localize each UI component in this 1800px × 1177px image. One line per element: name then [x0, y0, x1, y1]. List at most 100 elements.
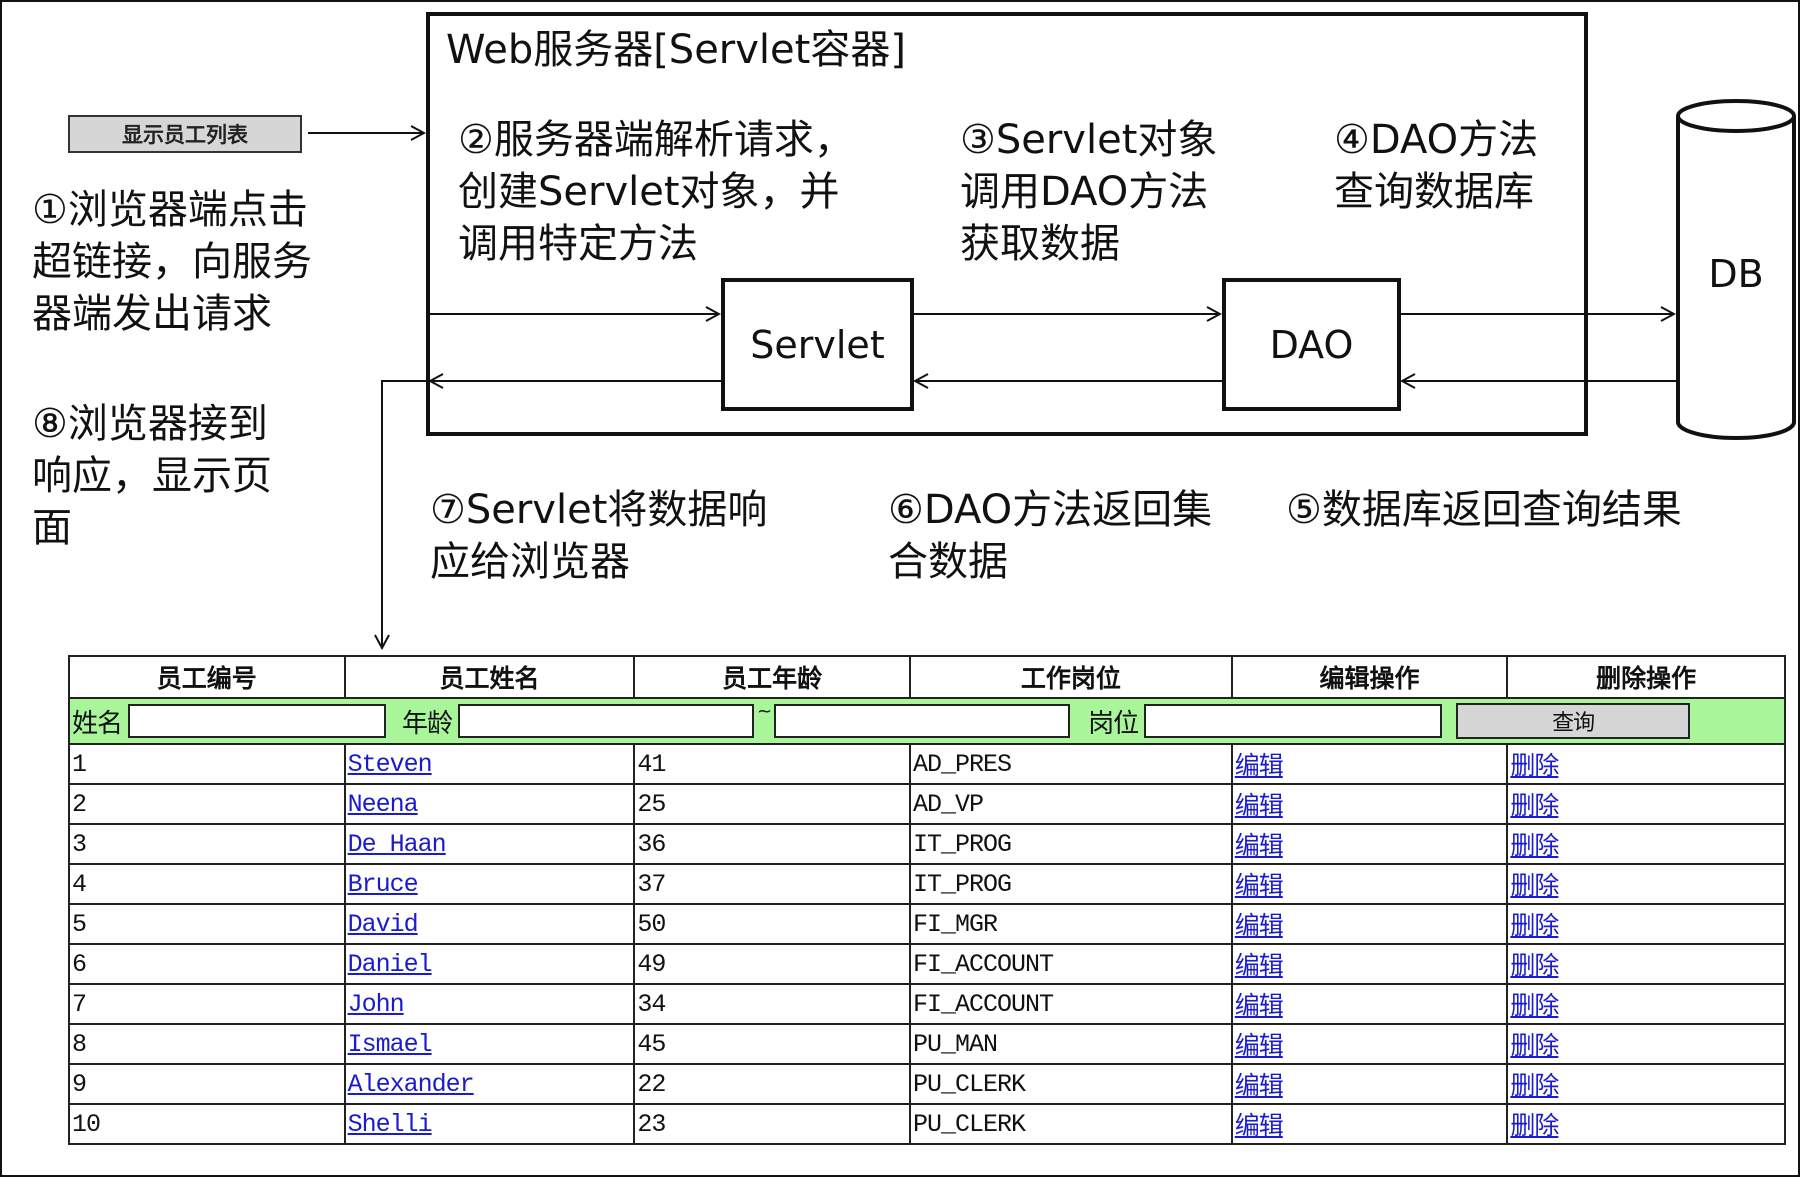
job-cell: IT_PROG: [913, 829, 1012, 859]
dao-node: DAO: [1222, 278, 1401, 411]
job-cell: FI_ACCOUNT: [909, 943, 1233, 985]
job-cell: FI_MGR: [909, 903, 1233, 945]
employee-id-cell: 5: [68, 903, 346, 945]
web-server-container: [426, 12, 1588, 436]
header-delete: 删除操作: [1506, 655, 1786, 699]
delete-link[interactable]: 删除: [1510, 873, 1559, 902]
employee-age-cell: 34: [637, 989, 666, 1019]
employee-name-link[interactable]: John: [347, 989, 405, 1019]
dao-label: DAO: [1269, 322, 1354, 367]
show-employee-list-button[interactable]: 显示员工列表: [68, 115, 302, 153]
step-2-line: ②服务器端解析请求，: [458, 117, 854, 163]
step-2-line: 调用特定方法: [458, 221, 698, 267]
step-1-note: ①浏览器端点击 超链接，向服务 器端发出请求: [32, 184, 312, 340]
servlet-label: Servlet: [750, 322, 885, 367]
age-from-input[interactable]: [458, 704, 755, 738]
delete-cell: 删除: [1506, 863, 1786, 905]
step-3-note: ③Servlet对象 调用DAO方法 获取数据: [960, 114, 1217, 270]
edit-link[interactable]: 编辑: [1234, 913, 1284, 942]
employee-age-cell: 23: [633, 1103, 911, 1145]
employee-id-cell: 9: [68, 1063, 346, 1105]
edit-link[interactable]: 编辑: [1234, 1033, 1284, 1062]
job-cell: IT_PROG: [909, 863, 1233, 905]
employee-id-cell: 10: [72, 1109, 101, 1139]
header-employee-id: 员工编号: [68, 655, 346, 699]
step-1-line: 超链接，向服务: [32, 239, 312, 285]
edit-link[interactable]: 编辑: [1234, 833, 1284, 862]
employee-name-link[interactable]: David: [347, 909, 419, 939]
employee-id-cell: 5: [72, 909, 87, 939]
header-employee-name: 员工姓名: [343, 655, 636, 699]
employee-name-link[interactable]: Bruce: [347, 869, 419, 899]
employee-age-cell: 50: [637, 909, 666, 939]
delete-link[interactable]: 删除: [1510, 1113, 1559, 1142]
employee-name-cell: John: [343, 983, 636, 1025]
delete-link[interactable]: 删除: [1510, 1073, 1559, 1102]
delete-cell: 删除: [1506, 1063, 1786, 1105]
employee-name-link[interactable]: Alexander: [347, 1069, 475, 1099]
edit-link[interactable]: 编辑: [1234, 953, 1284, 982]
table-header-row: 员工编号 员工姓名 员工年龄 工作岗位 编辑操作 删除操作: [68, 655, 1786, 699]
step-1-line: 器端发出请求: [32, 291, 272, 337]
employee-age-cell: 45: [637, 1029, 666, 1059]
delete-link[interactable]: 删除: [1510, 953, 1559, 982]
edit-cell: 编辑: [1230, 1063, 1509, 1105]
employee-id-cell: 8: [72, 1029, 87, 1059]
delete-link[interactable]: 删除: [1510, 993, 1559, 1022]
step-8-line: 响应，显示页: [32, 453, 272, 499]
employee-name-cell: De Haan: [343, 823, 636, 865]
job-cell: FI_ACCOUNT: [909, 983, 1233, 1025]
job-cell: AD_VP: [909, 783, 1233, 825]
delete-link[interactable]: 删除: [1510, 793, 1559, 822]
filter-row: 姓名 年龄 ~ 岗位 查询: [68, 697, 1786, 745]
query-button[interactable]: 查询: [1456, 703, 1691, 739]
employee-id-cell: 6: [68, 943, 346, 985]
header-edit: 编辑操作: [1230, 655, 1509, 699]
edit-cell: 编辑: [1230, 863, 1509, 905]
step-2-line: 创建Servlet对象，并: [458, 169, 840, 215]
job-cell: IT_PROG: [909, 823, 1233, 865]
employee-name-link[interactable]: De Haan: [347, 829, 447, 859]
delete-cell: 删除: [1506, 1023, 1786, 1065]
age-filter-label: 年龄: [402, 708, 453, 739]
delete-link[interactable]: 删除: [1510, 833, 1559, 862]
employee-name-link[interactable]: Daniel: [347, 949, 433, 979]
edit-link[interactable]: 编辑: [1234, 753, 1284, 782]
edit-link[interactable]: 编辑: [1234, 993, 1284, 1022]
job-cell: PU_CLERK: [909, 1103, 1233, 1145]
employee-name-link[interactable]: Shelli: [347, 1109, 433, 1139]
job-cell: AD_VP: [913, 789, 984, 819]
employee-age-cell: 36: [633, 823, 911, 865]
job-cell: FI_ACCOUNT: [913, 949, 1054, 979]
name-filter-input[interactable]: [128, 704, 387, 738]
edit-link[interactable]: 编辑: [1234, 873, 1284, 902]
age-to-input[interactable]: [774, 704, 1071, 738]
employee-name-cell: Steven: [343, 743, 636, 785]
employee-name-link[interactable]: Steven: [347, 749, 433, 779]
step-7-note: ⑦Servlet将数据响 应给浏览器: [430, 484, 767, 588]
step-7-line: 应给浏览器: [430, 539, 630, 585]
employee-age-cell: 22: [637, 1069, 666, 1099]
delete-link[interactable]: 删除: [1510, 1033, 1559, 1062]
delete-link[interactable]: 删除: [1510, 913, 1559, 942]
employee-name-link[interactable]: Neena: [347, 789, 419, 819]
employee-name-cell: Neena: [343, 783, 636, 825]
employee-name-link[interactable]: Ismael: [347, 1029, 433, 1059]
employee-id-cell: 2: [68, 783, 346, 825]
edit-link[interactable]: 编辑: [1234, 793, 1284, 822]
employee-id-cell: 3: [68, 823, 346, 865]
edit-link[interactable]: 编辑: [1234, 1113, 1284, 1142]
edit-cell: 编辑: [1230, 983, 1509, 1025]
edit-cell: 编辑: [1230, 903, 1509, 945]
step-1-line: ①浏览器端点击: [32, 187, 308, 233]
job-filter-input[interactable]: [1144, 704, 1443, 738]
employee-age-cell: 50: [633, 903, 911, 945]
delete-link[interactable]: 删除: [1510, 753, 1559, 782]
edit-link[interactable]: 编辑: [1234, 1073, 1284, 1102]
